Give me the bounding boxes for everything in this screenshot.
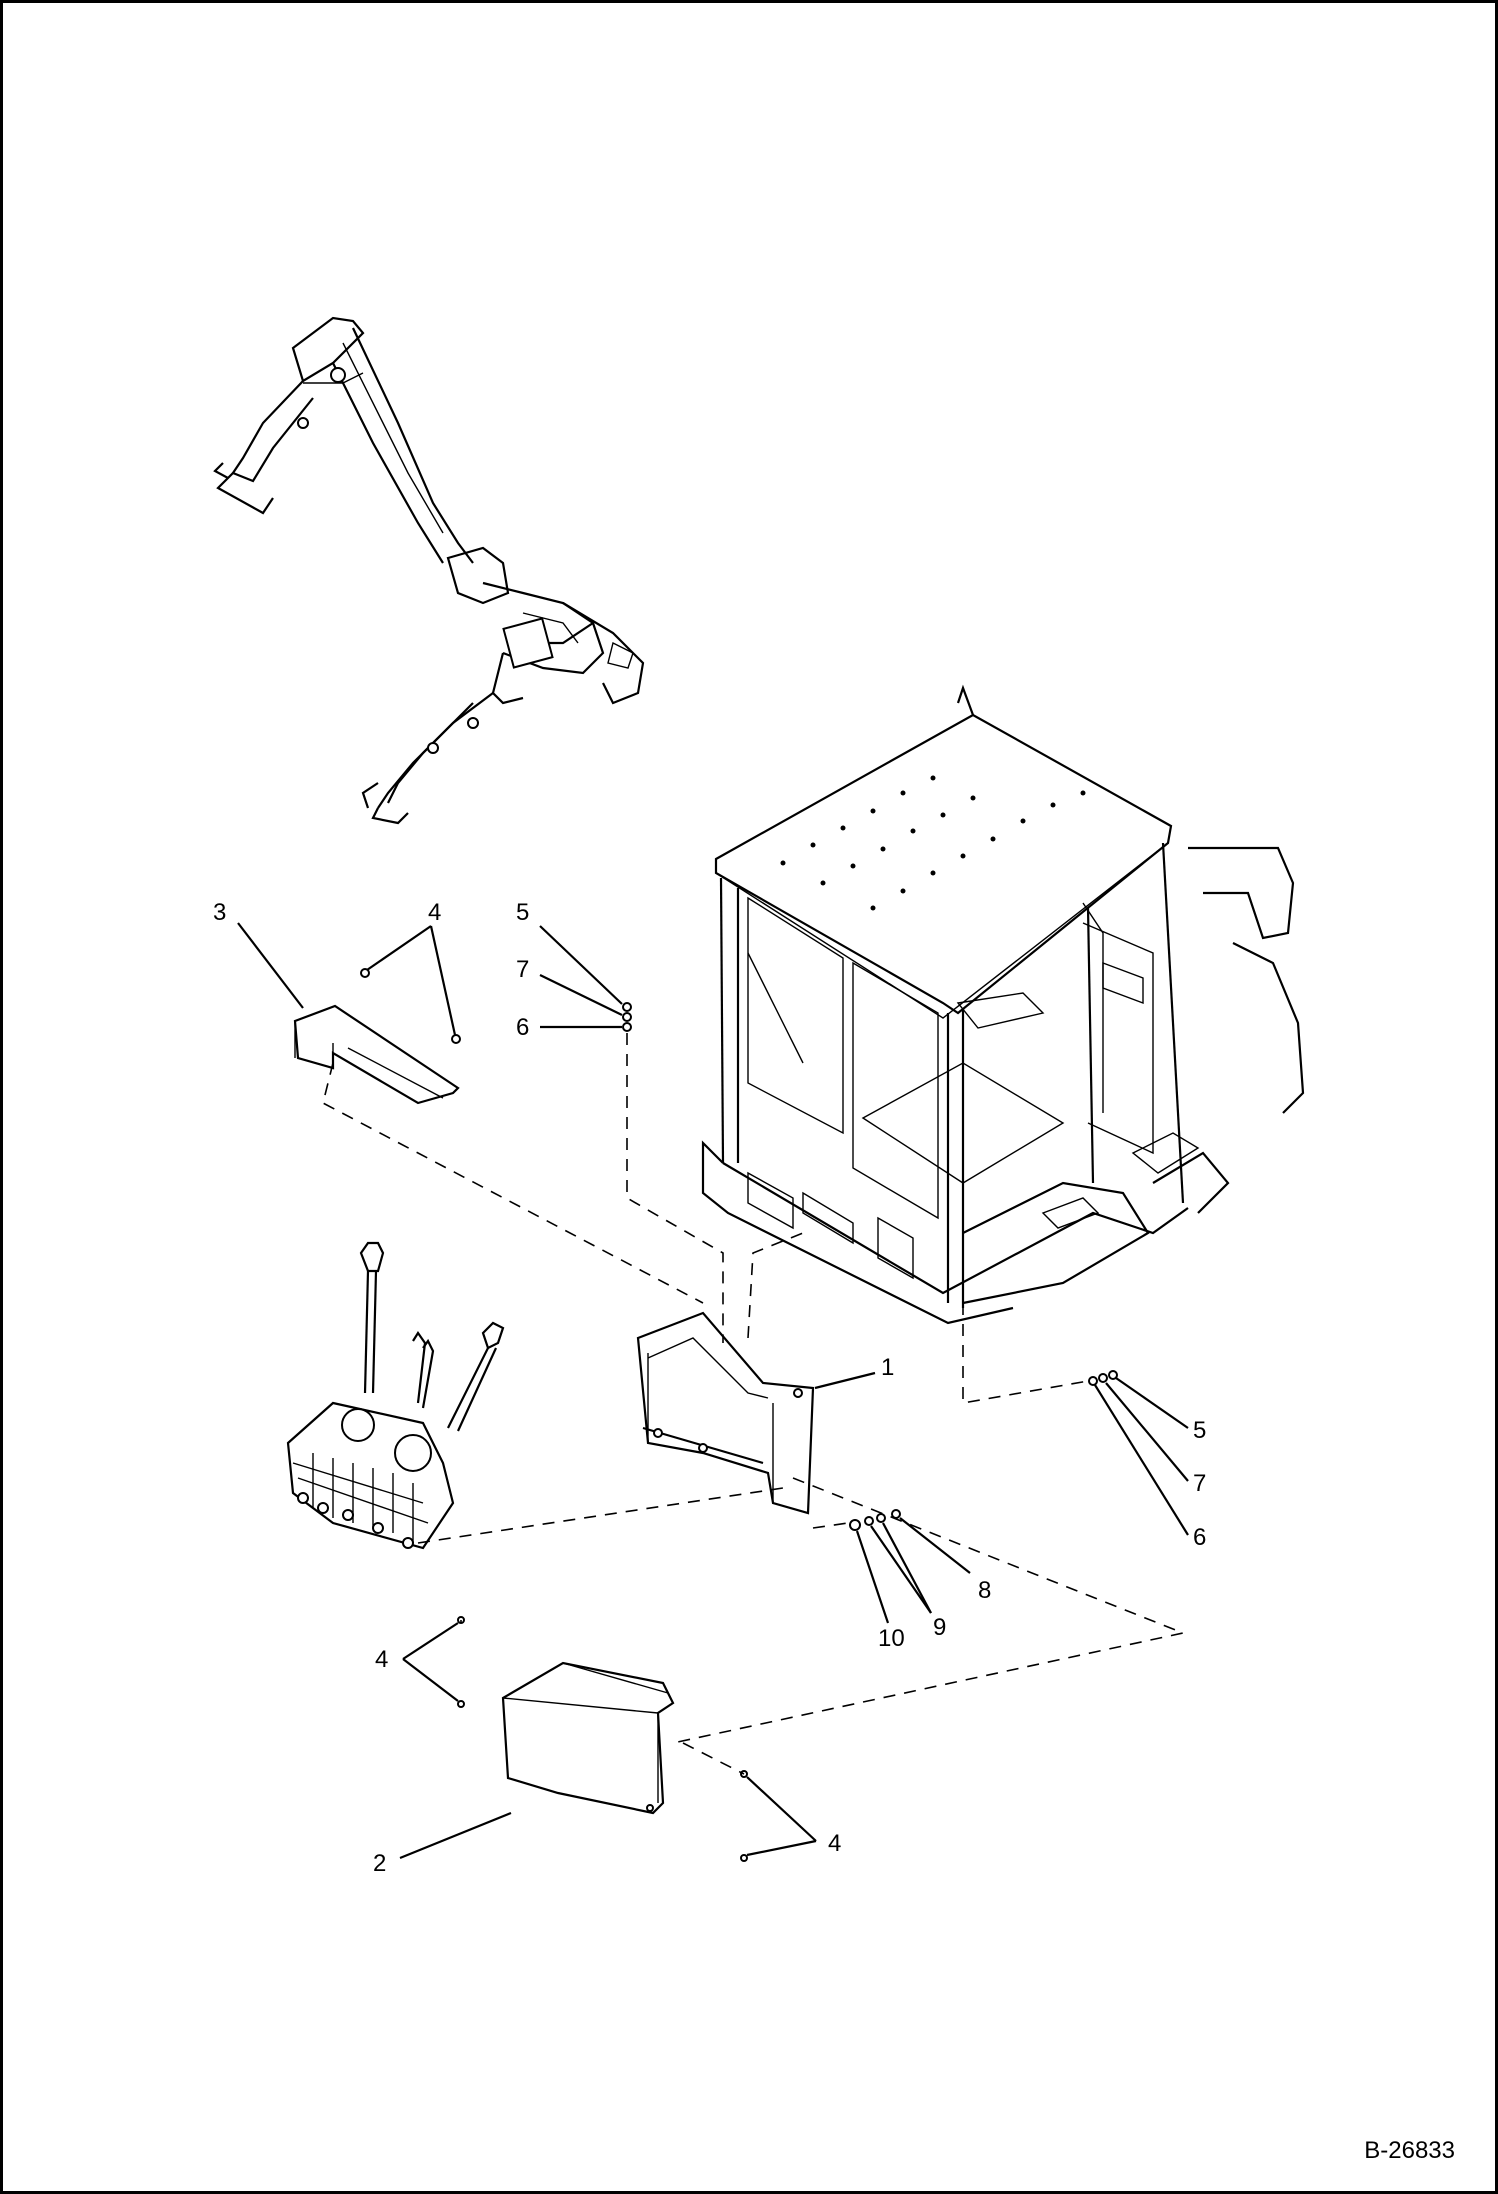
part-1-mount-panel	[636, 1311, 815, 1515]
callout-7-right: 7	[1193, 1470, 1206, 1497]
callout-9: 9	[933, 1614, 946, 1641]
assembly-lines	[322, 1033, 1186, 1775]
callout-3: 3	[213, 899, 226, 926]
callout-6-right: 6	[1193, 1524, 1206, 1551]
roof-bolt-pattern	[780, 775, 1086, 911]
callout-6-left: 6	[516, 1014, 529, 1041]
leader-lines	[237, 922, 1189, 1860]
callout-5-left: 5	[516, 899, 529, 926]
backhoe-arm-assembly	[213, 316, 645, 825]
callout-5-right: 5	[1193, 1417, 1206, 1444]
part-2-cover	[501, 1661, 675, 1815]
callout-4-bottom: 4	[828, 1830, 841, 1857]
callout-1: 1	[881, 1354, 894, 1381]
callout-10: 10	[878, 1625, 905, 1652]
exploded-parts-diagram: 1 2 3 4 4 4 5 7 6 5 7 6 8 9 10	[213, 316, 1305, 1877]
part-3-bracket	[293, 1004, 460, 1105]
control-valve-assembly	[286, 1241, 505, 1550]
callout-7-left: 7	[516, 956, 529, 983]
callout-labels: 1 2 3 4 4 4 5 7 6 5 7 6 8 9 10	[213, 899, 1206, 1877]
callout-8: 8	[978, 1577, 991, 1604]
callout-4-top: 4	[428, 899, 441, 926]
drawing-number: B-26833	[1364, 2137, 1455, 2164]
callout-4-left: 4	[375, 1646, 388, 1673]
operator-cab	[701, 684, 1305, 1325]
callout-2: 2	[373, 1850, 386, 1877]
